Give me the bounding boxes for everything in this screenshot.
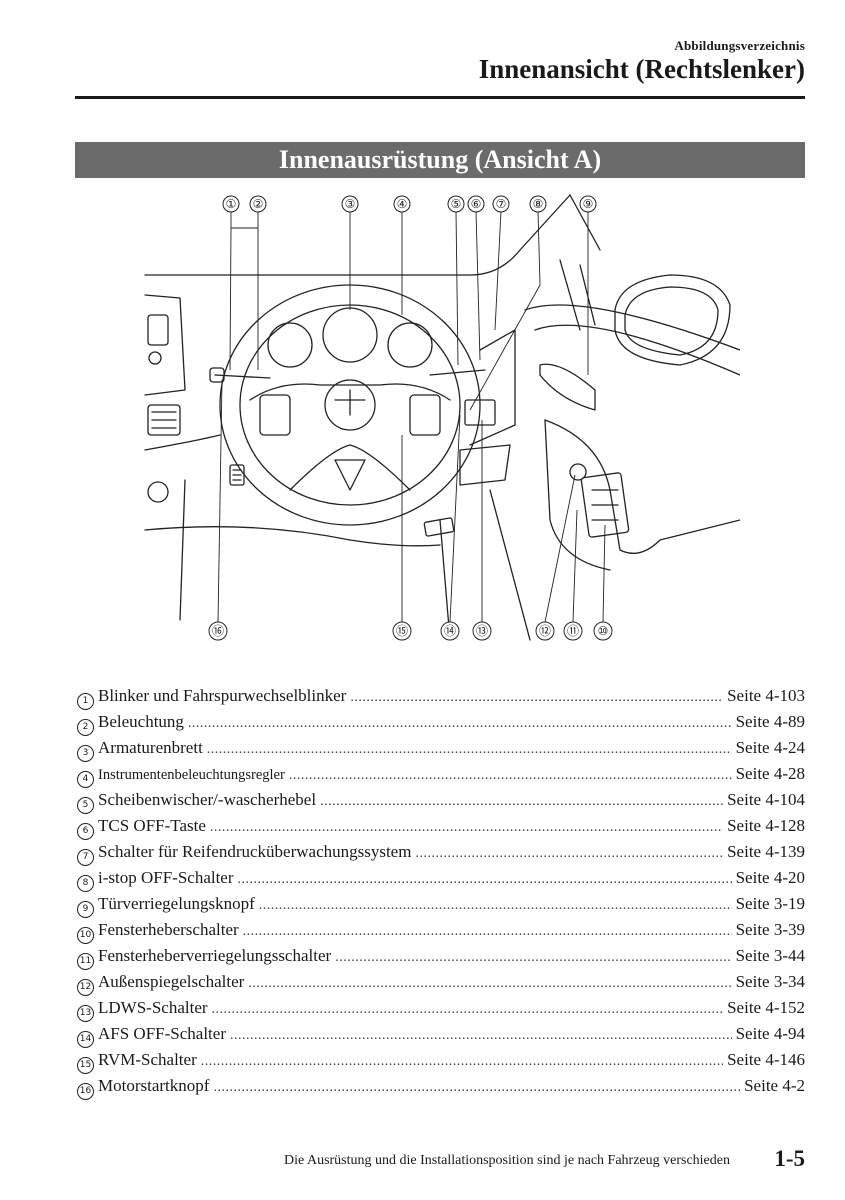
legend-page-ref: Seite 4-94 [735,1024,805,1043]
callout-4: ④ [397,197,408,211]
callout-top-row: ① ② ③ ④ ⑤ ⑥ ⑦ ⑧ ⑨ [222,195,597,213]
legend-label: i-stop OFF-Schalter [98,868,234,887]
section-header: Abbildungsverzeichnis [674,38,805,53]
legend-page-ref: Seite 4-146 [727,1050,805,1069]
callout-14: ⑭ [444,624,456,638]
callout-16: ⑯ [212,624,224,638]
legend-label: Armaturenbrett [98,738,203,757]
page-title: Innenansicht (Rechtslenker) [478,54,805,84]
legend-label: Scheibenwischer/-wascherhebel [98,790,317,809]
legend-label: Außenspiegelschalter [98,972,245,991]
legend-page-ref: Seite 4-128 [727,816,805,835]
callout-6: ⑥ [471,197,482,211]
legend-number: 13 [77,1005,94,1022]
callout-2: ② [253,197,264,211]
legend-label: RVM-Schalter [98,1050,197,1069]
section-banner: Innenausrüstung (Ansicht A) [75,142,805,178]
legend-item: 8i-stop OFF-Schalter Seite 4-20 [75,865,805,892]
legend-page-ref: Seite 4-152 [727,998,805,1017]
legend-page-ref: Seite 4-139 [727,842,805,861]
page-number: 1-5 [774,1146,805,1171]
legend-number: 3 [77,745,94,762]
legend-number: 6 [77,823,94,840]
legend-number: 4 [77,771,94,788]
title-divider [75,96,805,99]
legend-number: 7 [77,849,94,866]
legend-page-ref: Seite 3-39 [735,920,805,939]
legend-number: 8 [77,875,94,892]
legend-page-ref: Seite 4-28 [735,764,805,783]
legend-label: Instrumentenbeleuchtungsregler [98,767,285,783]
callout-10: ⑩ [598,624,609,638]
legend-number: 10 [77,927,94,944]
callout-12: ⑫ [539,624,551,638]
legend-label: LDWS-Schalter [98,998,208,1017]
legend-number: 9 [77,901,94,918]
legend-label: Fensterheberverriegelungsschalter [98,946,332,965]
legend-number: 15 [77,1057,94,1074]
callout-13: ⑬ [476,624,488,638]
legend-label: TCS OFF-Taste [98,816,206,835]
callout-9: ⑨ [583,197,594,211]
legend-page-ref: Seite 3-19 [735,894,805,913]
legend-page-ref: Seite 3-34 [735,972,805,991]
legend-number: 11 [77,953,94,970]
legend-label: Schalter für Reifendrucküberwachungssyst… [98,842,412,861]
legend-page-ref: Seite 4-103 [727,686,805,705]
callout-bottom-row: ⑯ ⑮ ⑭ ⑬ ⑫ ⑪ ⑩ [208,621,613,641]
callout-8: ⑧ [533,197,544,211]
legend-page-ref: Seite 4-104 [727,790,805,809]
legend-number: 14 [77,1031,94,1048]
legend-label: Fensterheberschalter [98,920,239,939]
legend-page-ref: Seite 4-24 [735,738,805,757]
callout-1: ① [226,197,237,211]
legend-label: AFS OFF-Schalter [98,1024,226,1043]
legend-page-ref: Seite 3-44 [735,946,805,965]
legend-label: Blinker und Fahrspurwechselblinker [98,686,347,705]
legend-number: 16 [77,1083,94,1100]
legend-number: 5 [77,797,94,814]
legend-page-ref: Seite 4-89 [735,712,805,731]
legend-page-ref: Seite 4-2 [744,1076,805,1095]
callout-5: ⑤ [451,197,462,211]
legend-number: 1 [77,693,94,710]
callout-11: ⑪ [567,624,579,638]
callout-3: ③ [345,197,356,211]
footer-note: Die Ausrüstung und die Installationsposi… [284,1153,730,1168]
legend-number: 2 [77,719,94,736]
callout-7: ⑦ [496,197,507,211]
dashboard-line-drawing: ① ② ③ ④ ⑤ ⑥ ⑦ ⑧ ⑨ ⑯ ⑮ ⑭ ⑬ ⑫ ⑪ ⑩ [144,194,741,641]
legend-number: 12 [77,979,94,996]
legend-label: Motorstartknopf [98,1076,210,1095]
legend-label: Türverriegelungsknopf [98,894,255,913]
callout-15: ⑮ [396,624,408,638]
dashboard-illustration: ① ② ③ ④ ⑤ ⑥ ⑦ ⑧ ⑨ ⑯ ⑮ ⑭ ⑬ ⑫ ⑪ ⑩ [140,190,741,650]
legend-label: Beleuchtung [98,712,184,731]
legend-page-ref: Seite 4-20 [735,868,805,887]
